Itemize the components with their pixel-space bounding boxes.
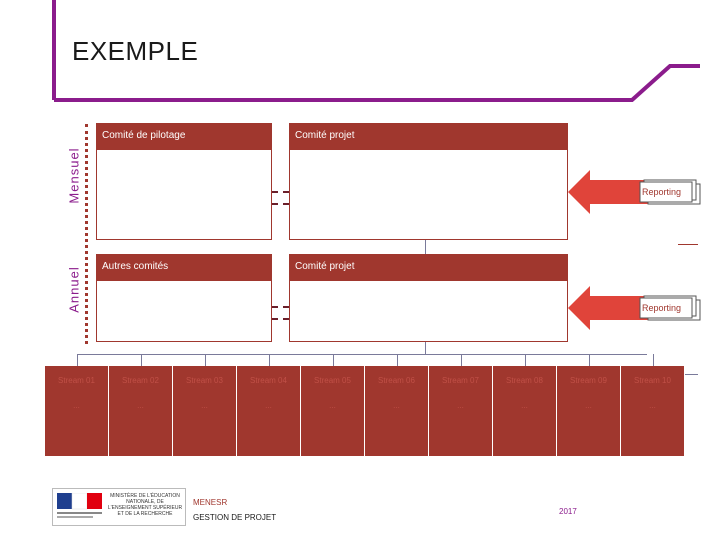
ministry-logo: MINISTÈRE DE L'ÉDUCATION NATIONALE, DE L… (52, 488, 186, 526)
stream-column: Stream 02... (109, 366, 173, 456)
separator-line (678, 244, 698, 245)
stream-column: Stream 10... (621, 366, 685, 456)
frame-bottom-line (54, 64, 700, 102)
stream-name: Stream 05 (314, 376, 351, 385)
stream-column: Stream 08... (493, 366, 557, 456)
frame-left-border (52, 0, 56, 100)
stream-detail: ... (585, 401, 592, 410)
stream-column: Stream 03... (173, 366, 237, 456)
stream-column: Stream 06... (365, 366, 429, 456)
header-comite-projet-annuel: Comité projet (289, 254, 568, 280)
stream-detail: ... (201, 401, 208, 410)
stream-name: Stream 02 (122, 376, 159, 385)
link-dash (272, 306, 289, 308)
footer-year: 2017 (559, 507, 577, 516)
stream-name: Stream 07 (442, 376, 479, 385)
header-comite-projet-mensuel: Comité projet (289, 123, 568, 149)
marianne-logo-icon (57, 493, 102, 518)
stream-name: Stream 09 (570, 376, 607, 385)
stream-name: Stream 08 (506, 376, 543, 385)
stream-detail: ... (393, 401, 400, 410)
footer-org: MENESR (193, 498, 228, 507)
tree-drop-line (269, 354, 270, 366)
footer-subtitle: GESTION DE PROJET (193, 513, 277, 522)
tree-drop-line (141, 354, 142, 366)
stream-detail: ... (329, 401, 336, 410)
separator-line (678, 374, 698, 375)
link-dash (272, 203, 289, 205)
reporting-arrow-mensuel (568, 170, 701, 214)
stream-column: Stream 04... (237, 366, 301, 456)
box-comite-projet-annuel (289, 280, 568, 342)
stream-column: Stream 01... (45, 366, 109, 456)
stream-column: Stream 07... (429, 366, 493, 456)
page-title: EXEMPLE (72, 36, 199, 66)
reporting-label-annuel: Reporting (642, 303, 682, 313)
reporting-label-mensuel: Reporting (642, 187, 682, 197)
link-dash (272, 318, 289, 320)
stream-name: Stream 01 (58, 376, 95, 385)
header-autres-comites: Autres comités (96, 254, 272, 280)
box-comite-projet-mensuel (289, 149, 568, 240)
tree-drop-line (653, 354, 654, 366)
row-label-annuel: Annuel (66, 266, 82, 313)
box-autres-comites (96, 280, 272, 342)
tree-drop-line (461, 354, 462, 366)
tree-branch (77, 354, 647, 355)
dotted-timeline (85, 124, 88, 344)
box-comite-pilotage (96, 149, 272, 240)
logo-text: MINISTÈRE DE L'ÉDUCATION NATIONALE, DE L… (107, 493, 183, 517)
tree-drop-line (589, 354, 590, 366)
stream-detail: ... (649, 401, 656, 410)
stream-column: Stream 09... (557, 366, 621, 456)
row-label-mensuel: Mensuel (66, 147, 82, 204)
stream-detail: ... (137, 401, 144, 410)
stream-name: Stream 10 (634, 376, 671, 385)
tree-drop-line (525, 354, 526, 366)
tree-drop-line (397, 354, 398, 366)
streams-row: Stream 01...Stream 02...Stream 03...Stre… (45, 366, 685, 456)
tree-trunk (425, 342, 426, 354)
header-comite-pilotage: Comité de pilotage (96, 123, 272, 149)
connector-line (425, 240, 426, 254)
stream-column: Stream 05... (301, 366, 365, 456)
link-dash (272, 191, 289, 193)
stream-name: Stream 03 (186, 376, 223, 385)
stream-detail: ... (265, 401, 272, 410)
stream-detail: ... (521, 401, 528, 410)
tree-drop-line (77, 354, 78, 366)
stream-name: Stream 06 (378, 376, 415, 385)
stream-name: Stream 04 (250, 376, 287, 385)
stream-detail: ... (73, 401, 80, 410)
tree-drop-line (333, 354, 334, 366)
stream-detail: ... (457, 401, 464, 410)
tree-drop-line (205, 354, 206, 366)
reporting-arrow-annuel (568, 286, 701, 330)
